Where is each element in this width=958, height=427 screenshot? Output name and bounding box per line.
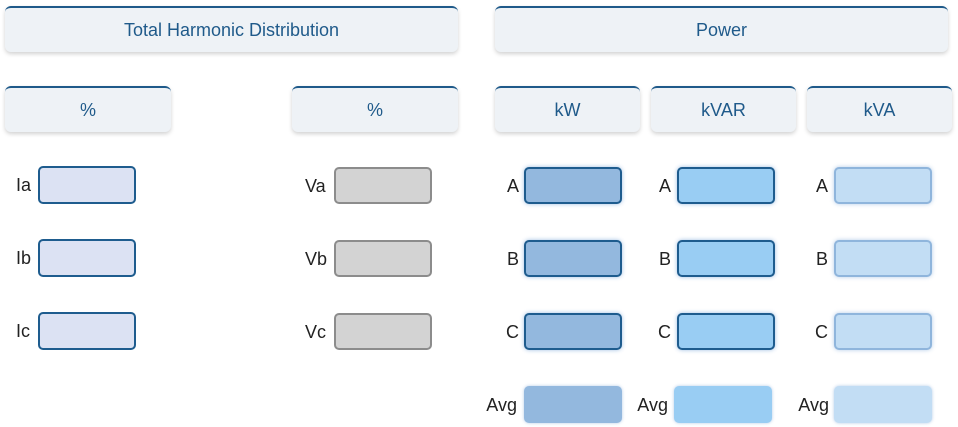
column-header-kva: kVA bbox=[807, 86, 952, 132]
kvar-field-a[interactable] bbox=[677, 167, 775, 204]
kw-label-avg: Avg bbox=[486, 395, 517, 415]
kva-label-c: C bbox=[815, 322, 828, 342]
thd-current-field-ib[interactable] bbox=[38, 239, 136, 277]
column-header-voltage-percent: % bbox=[292, 86, 458, 132]
kw-field-b[interactable] bbox=[524, 240, 622, 277]
kw-field-a[interactable] bbox=[524, 167, 622, 204]
column-header-kvar: kVAR bbox=[651, 86, 796, 132]
thd-section-header: Total Harmonic Distribution bbox=[5, 6, 458, 52]
kw-label-b: B bbox=[506, 249, 519, 269]
thd-voltage-field-vc[interactable] bbox=[334, 313, 432, 350]
kw-label-a: A bbox=[506, 176, 519, 196]
kva-label-a: A bbox=[815, 176, 828, 196]
kva-field-avg[interactable] bbox=[834, 386, 932, 423]
power-section-title: Power bbox=[695, 19, 748, 40]
column-header-current-percent-label: % bbox=[79, 99, 96, 120]
thd-voltage-field-va[interactable] bbox=[334, 167, 432, 204]
kvar-label-avg: Avg bbox=[637, 395, 668, 415]
thd-current-label-ic: Ic bbox=[16, 321, 31, 341]
kvar-label-a: A bbox=[658, 176, 671, 196]
kvar-label-b: B bbox=[658, 249, 671, 269]
thd-current-field-ia[interactable] bbox=[38, 166, 136, 204]
power-section-header: Power bbox=[495, 6, 948, 52]
kvar-field-c[interactable] bbox=[677, 313, 775, 350]
column-header-current-percent: % bbox=[5, 86, 171, 132]
kvar-label-c: C bbox=[658, 322, 671, 342]
kw-field-avg[interactable] bbox=[524, 386, 622, 423]
kva-field-b[interactable] bbox=[834, 240, 932, 277]
column-header-kvar-label: kVAR bbox=[701, 99, 746, 120]
column-header-kva-label: kVA bbox=[863, 99, 896, 120]
column-header-kw: kW bbox=[495, 86, 640, 132]
thd-voltage-field-vb[interactable] bbox=[334, 240, 432, 277]
kw-field-c[interactable] bbox=[524, 313, 622, 350]
thd-section-title: Total Harmonic Distribution bbox=[123, 19, 340, 40]
kvar-field-avg[interactable] bbox=[674, 386, 772, 423]
kva-label-b: B bbox=[815, 249, 828, 269]
thd-voltage-label-vc: Vc bbox=[305, 322, 327, 342]
kva-field-a[interactable] bbox=[834, 167, 932, 204]
thd-current-label-ib: Ib bbox=[16, 248, 32, 268]
column-header-voltage-percent-label: % bbox=[366, 99, 383, 120]
thd-voltage-label-va: Va bbox=[305, 176, 326, 196]
kva-label-avg: Avg bbox=[798, 395, 829, 415]
kw-label-c: C bbox=[506, 322, 519, 342]
kvar-field-b[interactable] bbox=[677, 240, 775, 277]
kva-field-c[interactable] bbox=[834, 313, 932, 350]
thd-current-field-ic[interactable] bbox=[38, 312, 136, 350]
thd-current-label-ia: Ia bbox=[16, 175, 32, 195]
column-header-kw-label: kW bbox=[554, 99, 581, 120]
thd-voltage-label-vb: Vb bbox=[305, 249, 328, 269]
